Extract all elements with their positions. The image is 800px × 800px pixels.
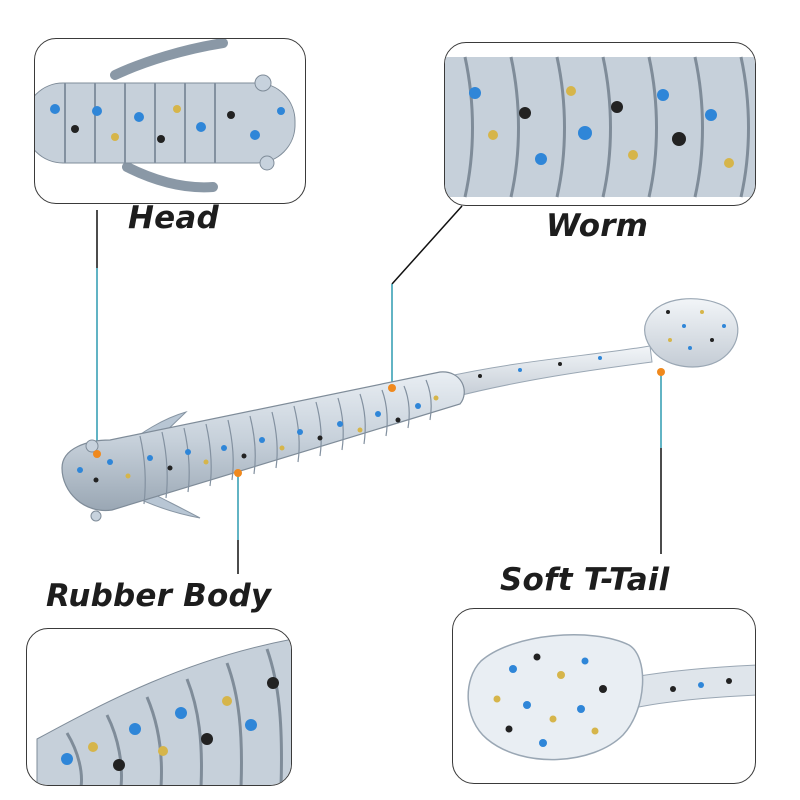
head-closeup-image bbox=[35, 39, 296, 193]
tail-closeup-image bbox=[467, 634, 755, 761]
orange-dot-icon bbox=[388, 384, 396, 392]
inset-head bbox=[34, 38, 306, 204]
label-head: Head bbox=[128, 200, 219, 236]
label-soft-t-tail: Soft T-Tail bbox=[500, 562, 670, 598]
lure-flecks bbox=[77, 310, 726, 483]
orange-dot-icon bbox=[93, 450, 101, 458]
lure-segments bbox=[139, 379, 432, 505]
marker-dots bbox=[93, 368, 665, 477]
label-rubber-body: Rubber Body bbox=[46, 578, 272, 614]
lure-tail-stem bbox=[439, 345, 653, 399]
inset-rubber-body bbox=[26, 628, 292, 786]
leader-line-worm bbox=[391, 205, 463, 388]
inset-worm bbox=[444, 42, 756, 206]
rubber-body-closeup-image bbox=[36, 638, 291, 785]
worm-closeup-image bbox=[445, 56, 755, 198]
lure-eyes bbox=[85, 439, 102, 522]
orange-dot-icon bbox=[657, 368, 665, 376]
lure-tail-paddle bbox=[644, 298, 739, 368]
orange-dot-icon bbox=[234, 469, 242, 477]
label-worm: Worm bbox=[546, 208, 649, 244]
inset-soft-t-tail bbox=[452, 608, 756, 784]
